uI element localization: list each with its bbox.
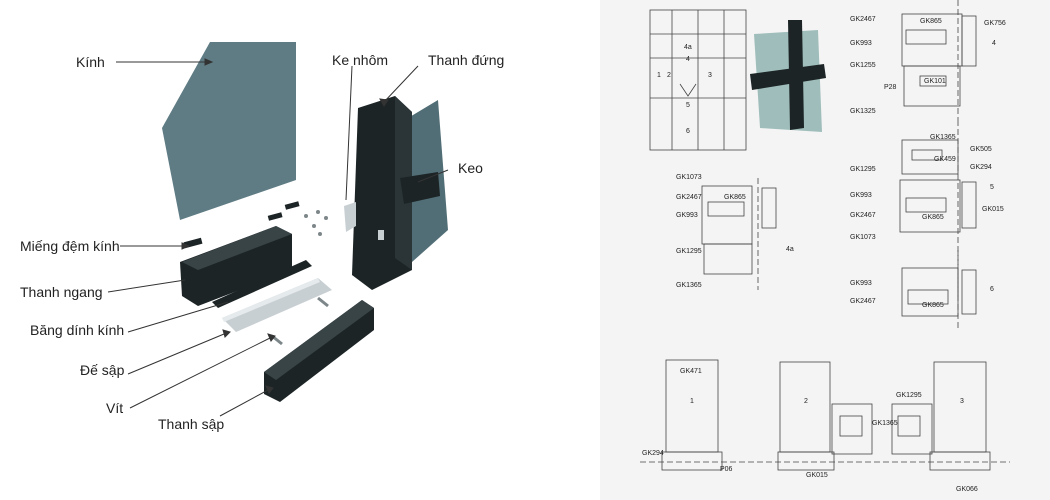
- code-label: GK865: [724, 194, 746, 201]
- thanh-ngang: [180, 226, 292, 306]
- label-mieng-dem-kinh: Miếng đệm kính: [20, 238, 120, 254]
- code-label: GK1295: [850, 166, 876, 173]
- label-thanh-ngang: Thanh ngang: [20, 284, 103, 300]
- exploded-view-panel: Kính Ke nhôm Thanh đứng Keo Miếng đệm kí…: [20, 42, 505, 432]
- code-label: GK756: [984, 20, 1006, 27]
- technical-drawing-panel: 4a 4 1 2 3 5 6 GK2467 GK865 GK756 GK993 …: [600, 0, 1050, 500]
- label-vit: Vít: [106, 400, 124, 416]
- elev-mark-4: 4: [686, 56, 690, 63]
- code-label: P06: [720, 466, 733, 473]
- pad: [284, 201, 300, 210]
- code-label: GK459: [934, 156, 956, 163]
- bang-dinh-kinh: [222, 278, 332, 332]
- black-strip: [212, 260, 312, 308]
- code-label: GK993: [850, 280, 872, 287]
- circle-number: 6: [990, 286, 994, 293]
- circle-number: 4a: [786, 246, 794, 253]
- glass-pane: [162, 42, 296, 220]
- code-label: GK101: [924, 78, 946, 85]
- code-label: GK865: [922, 214, 944, 221]
- elev-mark-3: 3: [708, 72, 712, 79]
- code-label: GK294: [970, 164, 992, 171]
- vit: [317, 296, 329, 308]
- label-thanh-dung: Thanh đứng: [428, 52, 505, 68]
- code-label: GK993: [850, 192, 872, 199]
- code-label: GK1255: [850, 62, 876, 69]
- elev-mark-1: 1: [657, 72, 661, 79]
- code-label: GK1365: [930, 134, 956, 141]
- code-label: GK865: [920, 18, 942, 25]
- circle-number: 3: [960, 398, 964, 405]
- code-label: GK015: [806, 472, 828, 479]
- code-label: GK865: [922, 302, 944, 309]
- code-label: GK471: [680, 368, 702, 375]
- label-bang-dinh-kinh: Băng dính kính: [30, 322, 125, 338]
- render-transom: [750, 64, 826, 90]
- elev-mark-6: 6: [686, 128, 690, 135]
- elev-mark-2: 2: [667, 72, 671, 79]
- exploded-view-drawing: [107, 42, 449, 417]
- circle-number: 2: [804, 398, 808, 405]
- code-label: GK2467: [850, 212, 876, 219]
- ke-nhom: [344, 202, 356, 232]
- label-de-sap: Đế sập: [80, 362, 125, 378]
- code-label: GK1295: [896, 392, 922, 399]
- elev-mark-4a: 4a: [684, 44, 692, 51]
- code-label: GK1365: [676, 282, 702, 289]
- code-label: GK993: [850, 40, 872, 47]
- circle-number: 4: [992, 40, 996, 47]
- elev-mark-5: 5: [686, 102, 690, 109]
- technical-drawing: [640, 0, 1010, 471]
- code-label: GK2467: [676, 194, 702, 201]
- circle-number: 5: [990, 184, 994, 191]
- code-label: GK1295: [676, 248, 702, 255]
- code-label: GK1073: [850, 234, 876, 241]
- code-label: GK2467: [850, 16, 876, 23]
- transom-stub: [400, 172, 440, 204]
- code-label: GK1325: [850, 108, 876, 115]
- pad: [267, 212, 283, 221]
- code-label: GK294: [642, 450, 664, 457]
- label-ke-nhom: Ke nhôm: [332, 52, 389, 68]
- code-label: P28: [884, 84, 897, 91]
- label-kinh: Kính: [76, 54, 105, 70]
- circle-number: 1: [690, 398, 694, 405]
- code-label: GK066: [956, 486, 978, 493]
- label-thanh-sap: Thanh sập: [158, 416, 225, 432]
- code-label: GK015: [982, 206, 1004, 213]
- code-label: GK505: [970, 146, 992, 153]
- code-label: GK1365: [872, 420, 898, 427]
- code-label: GK1073: [676, 174, 702, 181]
- code-label: GK2467: [850, 298, 876, 305]
- code-label: GK993: [676, 212, 698, 219]
- label-keo: Keo: [458, 160, 483, 176]
